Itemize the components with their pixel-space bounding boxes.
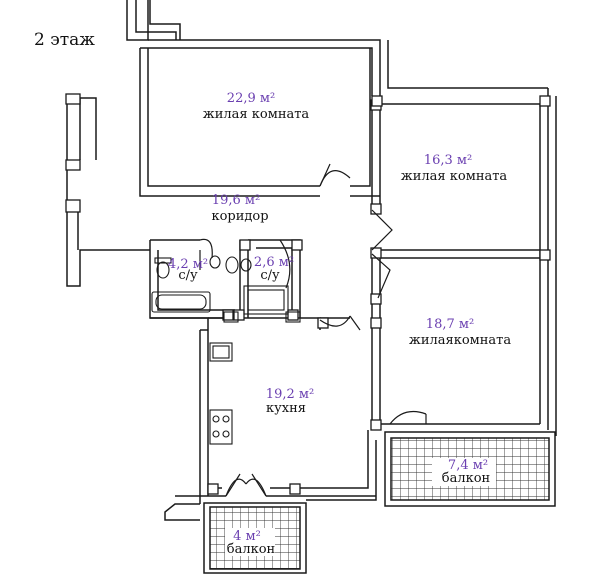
room-bath2: 2,6 м² с/у <box>254 255 294 283</box>
doors <box>199 163 427 497</box>
room-living3: 18,7 м² жилаякомната <box>409 317 512 348</box>
room-name: жилая комната <box>401 169 508 184</box>
room-living1: 22,9 м² жилая комната <box>203 91 310 122</box>
room-area: 18,7 м² <box>426 317 474 332</box>
room-name: жилаякомната <box>409 333 512 348</box>
floor-title: 2 этаж <box>34 30 95 50</box>
room-living2: 16,3 м² жилая комната <box>401 153 508 184</box>
room-bath1: 4,2 м² с/у <box>168 257 208 283</box>
outer-walls <box>66 0 557 521</box>
room-area: 19,6 м² <box>212 193 260 208</box>
room-area: 16,3 м² <box>424 153 472 168</box>
room-area: 4 м² <box>233 529 261 544</box>
room-name: жилая комната <box>203 107 310 122</box>
room-name: с/у <box>260 268 280 283</box>
room-name: с/у <box>178 268 198 283</box>
pillars <box>65 93 551 495</box>
room-balcony1: 7,4 м² балкон <box>442 458 490 486</box>
room-name: балкон <box>227 542 275 557</box>
room-area: 19,2 м² <box>266 387 314 402</box>
room-name: коридор <box>211 209 268 224</box>
room-area: 7,4 м² <box>448 458 488 473</box>
balcony-bottom <box>203 502 307 574</box>
room-corridor: 19,6 м² коридор <box>211 193 268 224</box>
room-area: 4,2 м² <box>168 257 208 272</box>
room-name: кухня <box>266 401 306 416</box>
room-name: балкон <box>442 471 490 486</box>
room-area: 2,6 м² <box>254 255 294 270</box>
balcony-right <box>384 431 556 507</box>
room-kitchen: 19,2 м² кухня <box>266 387 314 416</box>
fixtures <box>151 255 301 445</box>
room-balcony2: 4 м² балкон <box>227 529 275 557</box>
room-area: 22,9 м² <box>227 91 275 106</box>
